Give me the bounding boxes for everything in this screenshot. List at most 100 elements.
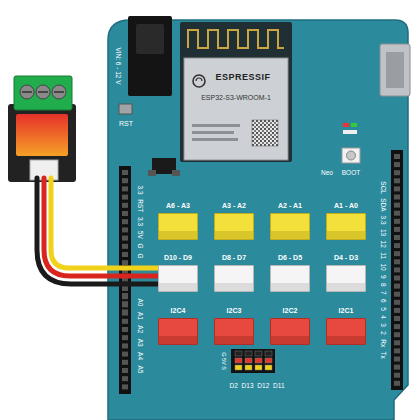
header-pin: [394, 195, 400, 200]
header-pin: [394, 308, 400, 313]
header-pin: [394, 227, 400, 232]
components-part: [148, 170, 156, 176]
header-pin: [122, 360, 128, 365]
port-housing: [270, 213, 310, 240]
port-connector: I2C2: [270, 306, 310, 345]
header-pin: [122, 211, 128, 216]
header-pin: [394, 316, 400, 321]
header-pin: [122, 170, 128, 175]
port-connector: A1 - A0: [326, 201, 366, 240]
header-pin: [122, 286, 128, 291]
header-pin: [394, 267, 400, 272]
header-pin: [394, 300, 400, 305]
port-connector: D4 - D3: [326, 253, 366, 292]
port-label: D4 - D3: [326, 253, 366, 263]
header-pin: [122, 343, 128, 348]
port-label: D10 - D9: [158, 253, 198, 263]
header-pin: [122, 260, 128, 265]
header-pin: [394, 219, 400, 224]
esp-module-part: [193, 75, 205, 87]
esp-module-part: [196, 78, 202, 81]
components-part: [347, 151, 356, 160]
port-connector: I2C1: [326, 306, 366, 345]
port-housing: [326, 318, 366, 345]
dc-jack: [128, 16, 172, 96]
header-pin: [122, 368, 128, 373]
components-part: [343, 130, 357, 134]
header-pin: [122, 352, 128, 357]
port-connector: A6 - A3: [158, 201, 198, 240]
components-part: [342, 148, 360, 163]
header-pin: [122, 376, 128, 381]
header-pin: [394, 348, 400, 353]
port-housing: [158, 213, 198, 240]
header-pin: [394, 365, 400, 370]
header-pin: [122, 195, 128, 200]
pin-label: D2 D13 D12 D11: [229, 383, 284, 390]
usb-port-part: [386, 52, 404, 88]
relay-module-part: [22, 91, 64, 93]
port-connector: D10 - D9: [158, 253, 198, 292]
port-label: A1 - A0: [326, 201, 366, 211]
header-pin: [394, 292, 400, 297]
port-housing: [326, 213, 366, 240]
port-connector: D8 - D7: [214, 253, 254, 292]
bottom-pins: [235, 351, 272, 370]
header-pin: [122, 244, 128, 249]
port-label: I2C1: [326, 306, 366, 316]
header-pins: [122, 154, 400, 389]
header-pin: [122, 302, 128, 307]
header-pin: [245, 358, 252, 363]
header-pin: [122, 203, 128, 208]
right-header: [391, 150, 403, 390]
esp-module-part: [188, 30, 284, 48]
header-pin: [394, 235, 400, 240]
bottom-header-part: [231, 349, 275, 373]
header-pin: [394, 340, 400, 345]
esp-module-part: [184, 58, 288, 160]
port-connector: D6 - D5: [270, 253, 310, 292]
bottom-header: [231, 349, 275, 373]
button-label: RST: [119, 120, 133, 127]
brand-name: ESPRESSIF: [184, 72, 288, 82]
pin-label: G 5V S: [220, 352, 226, 370]
esp-module-part: [192, 138, 238, 141]
header-pin: [394, 259, 400, 264]
esp-module-part: [192, 124, 240, 127]
header-pin: [394, 211, 400, 216]
port-housing: [158, 318, 198, 345]
port-label: I2C3: [214, 306, 254, 316]
port-label: D6 - D5: [270, 253, 310, 263]
port-connector: I2C4: [158, 306, 198, 345]
port-connector: A2 - A1: [270, 201, 310, 240]
header-pin: [122, 178, 128, 183]
port-housing: [214, 318, 254, 345]
port-label: A6 - A3: [158, 201, 198, 211]
header-pin: [122, 335, 128, 340]
right-header-part: [391, 150, 403, 390]
usb-port-part: [380, 44, 410, 96]
header-pin: [122, 319, 128, 324]
header-pin: [122, 252, 128, 257]
port-housing: [270, 265, 310, 292]
port-housing: [326, 265, 366, 292]
header-pin: [394, 203, 400, 208]
header-pin: [394, 324, 400, 329]
components-part: [351, 123, 357, 127]
components-part: [119, 104, 132, 114]
header-pin: [235, 358, 242, 363]
pin-label: SCL SDA 3.3 13 12 11 10 9 8 7 6 5 4 3 2 …: [380, 181, 387, 358]
port-label: I2C2: [270, 306, 310, 316]
header-pin: [265, 358, 272, 363]
header-pin: [255, 365, 262, 370]
header-pin: [255, 351, 262, 356]
header-pin: [122, 384, 128, 389]
dc-jack-part: [136, 24, 164, 54]
header-pin: [394, 154, 400, 159]
esp-module-part: [192, 131, 234, 134]
header-pin: [394, 162, 400, 167]
header-pin: [245, 365, 252, 370]
header-pin: [394, 170, 400, 175]
